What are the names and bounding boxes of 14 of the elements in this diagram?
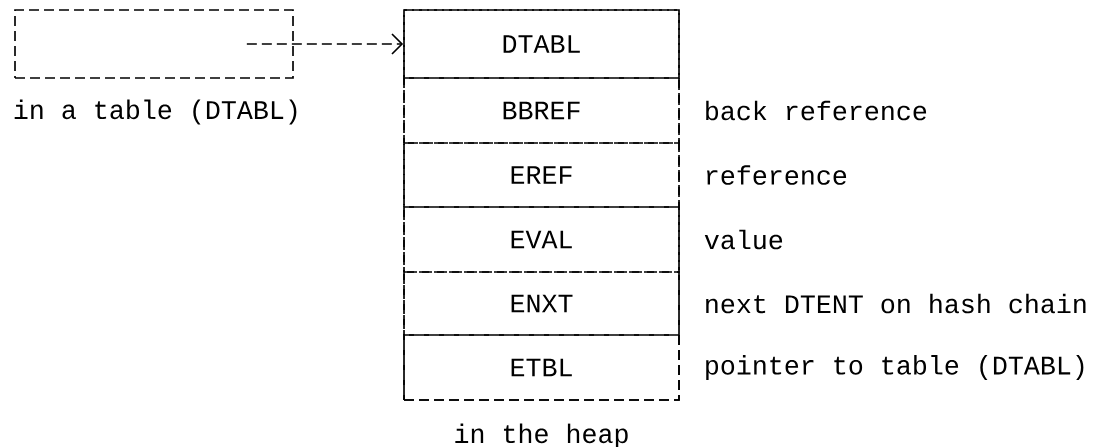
field-box: DTABL xyxy=(403,9,680,79)
pointer-box xyxy=(14,9,294,79)
field-description: pointer to table (DTABL) xyxy=(706,355,1084,380)
box-label: in a table (DTABL) xyxy=(14,99,297,125)
arrow xyxy=(246,33,404,55)
field-box: ENXT xyxy=(403,271,680,336)
field-box: EVAL xyxy=(403,206,680,273)
field-box: EREF xyxy=(403,142,680,208)
field-description: next DTENT on hash chain xyxy=(706,293,1086,314)
field-description: reference xyxy=(707,165,847,185)
field-box: ETBL xyxy=(403,334,680,401)
field-description: back reference xyxy=(706,100,927,121)
field-description: value xyxy=(704,229,783,250)
field-box: BBREF xyxy=(403,77,680,144)
